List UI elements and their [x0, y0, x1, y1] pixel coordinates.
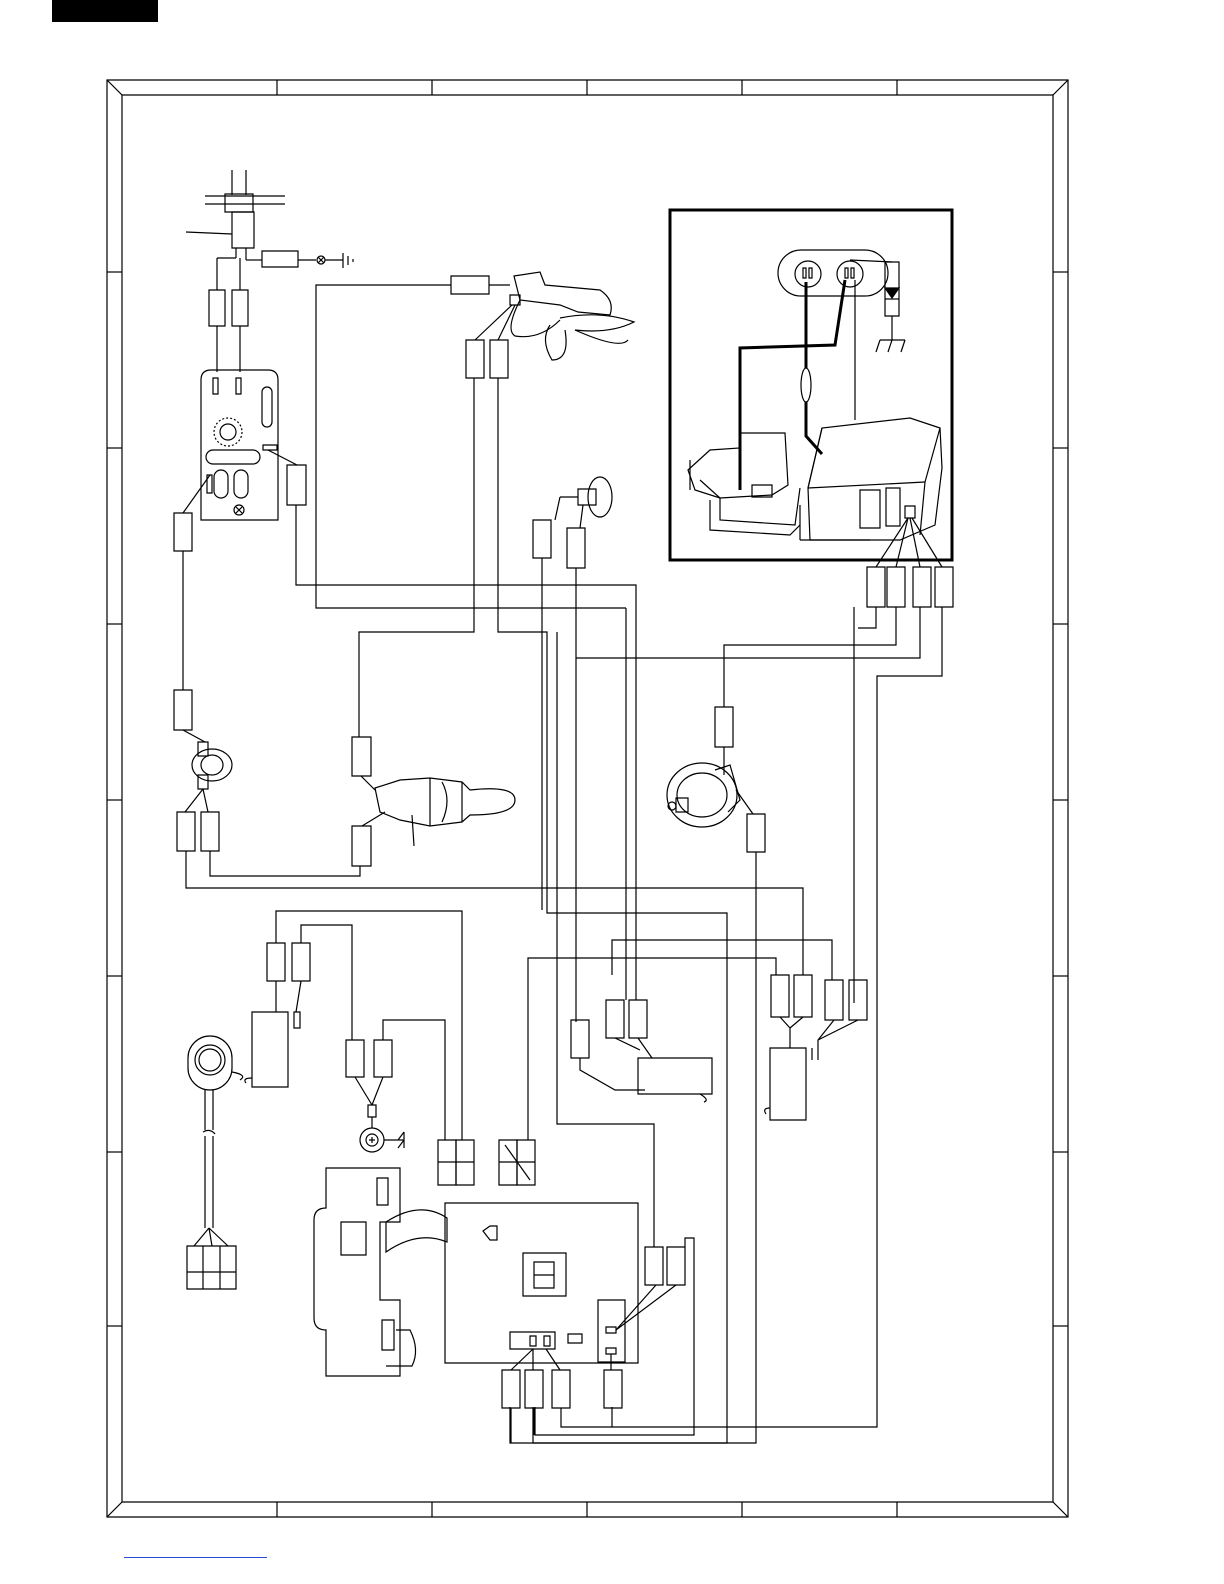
power-cord-plug: [186, 170, 353, 290]
thermal-cut-out-left: [174, 475, 232, 851]
thermal-cut-out-top: [533, 477, 612, 568]
noise-filter-block: [201, 290, 278, 520]
control-unit-board: [445, 632, 694, 1443]
door-switch-right: [765, 975, 867, 1120]
high-voltage-section: [670, 210, 953, 607]
touch-control-panel: [314, 1168, 447, 1376]
oven-lamp: [352, 737, 515, 866]
door-switch-left: [245, 911, 462, 1140]
cooling-fan-motor: [451, 272, 634, 378]
ground-terminal: [355, 1077, 404, 1152]
harness-wiring: [186, 285, 942, 1443]
humidity-sensor: [187, 1036, 243, 1289]
footer-rule: [124, 1557, 267, 1558]
turntable-motor: [667, 707, 765, 852]
diagram-frame: [107, 80, 1068, 1517]
relay-connectors: [438, 1140, 535, 1185]
door-sensing-switch: [571, 608, 712, 1102]
